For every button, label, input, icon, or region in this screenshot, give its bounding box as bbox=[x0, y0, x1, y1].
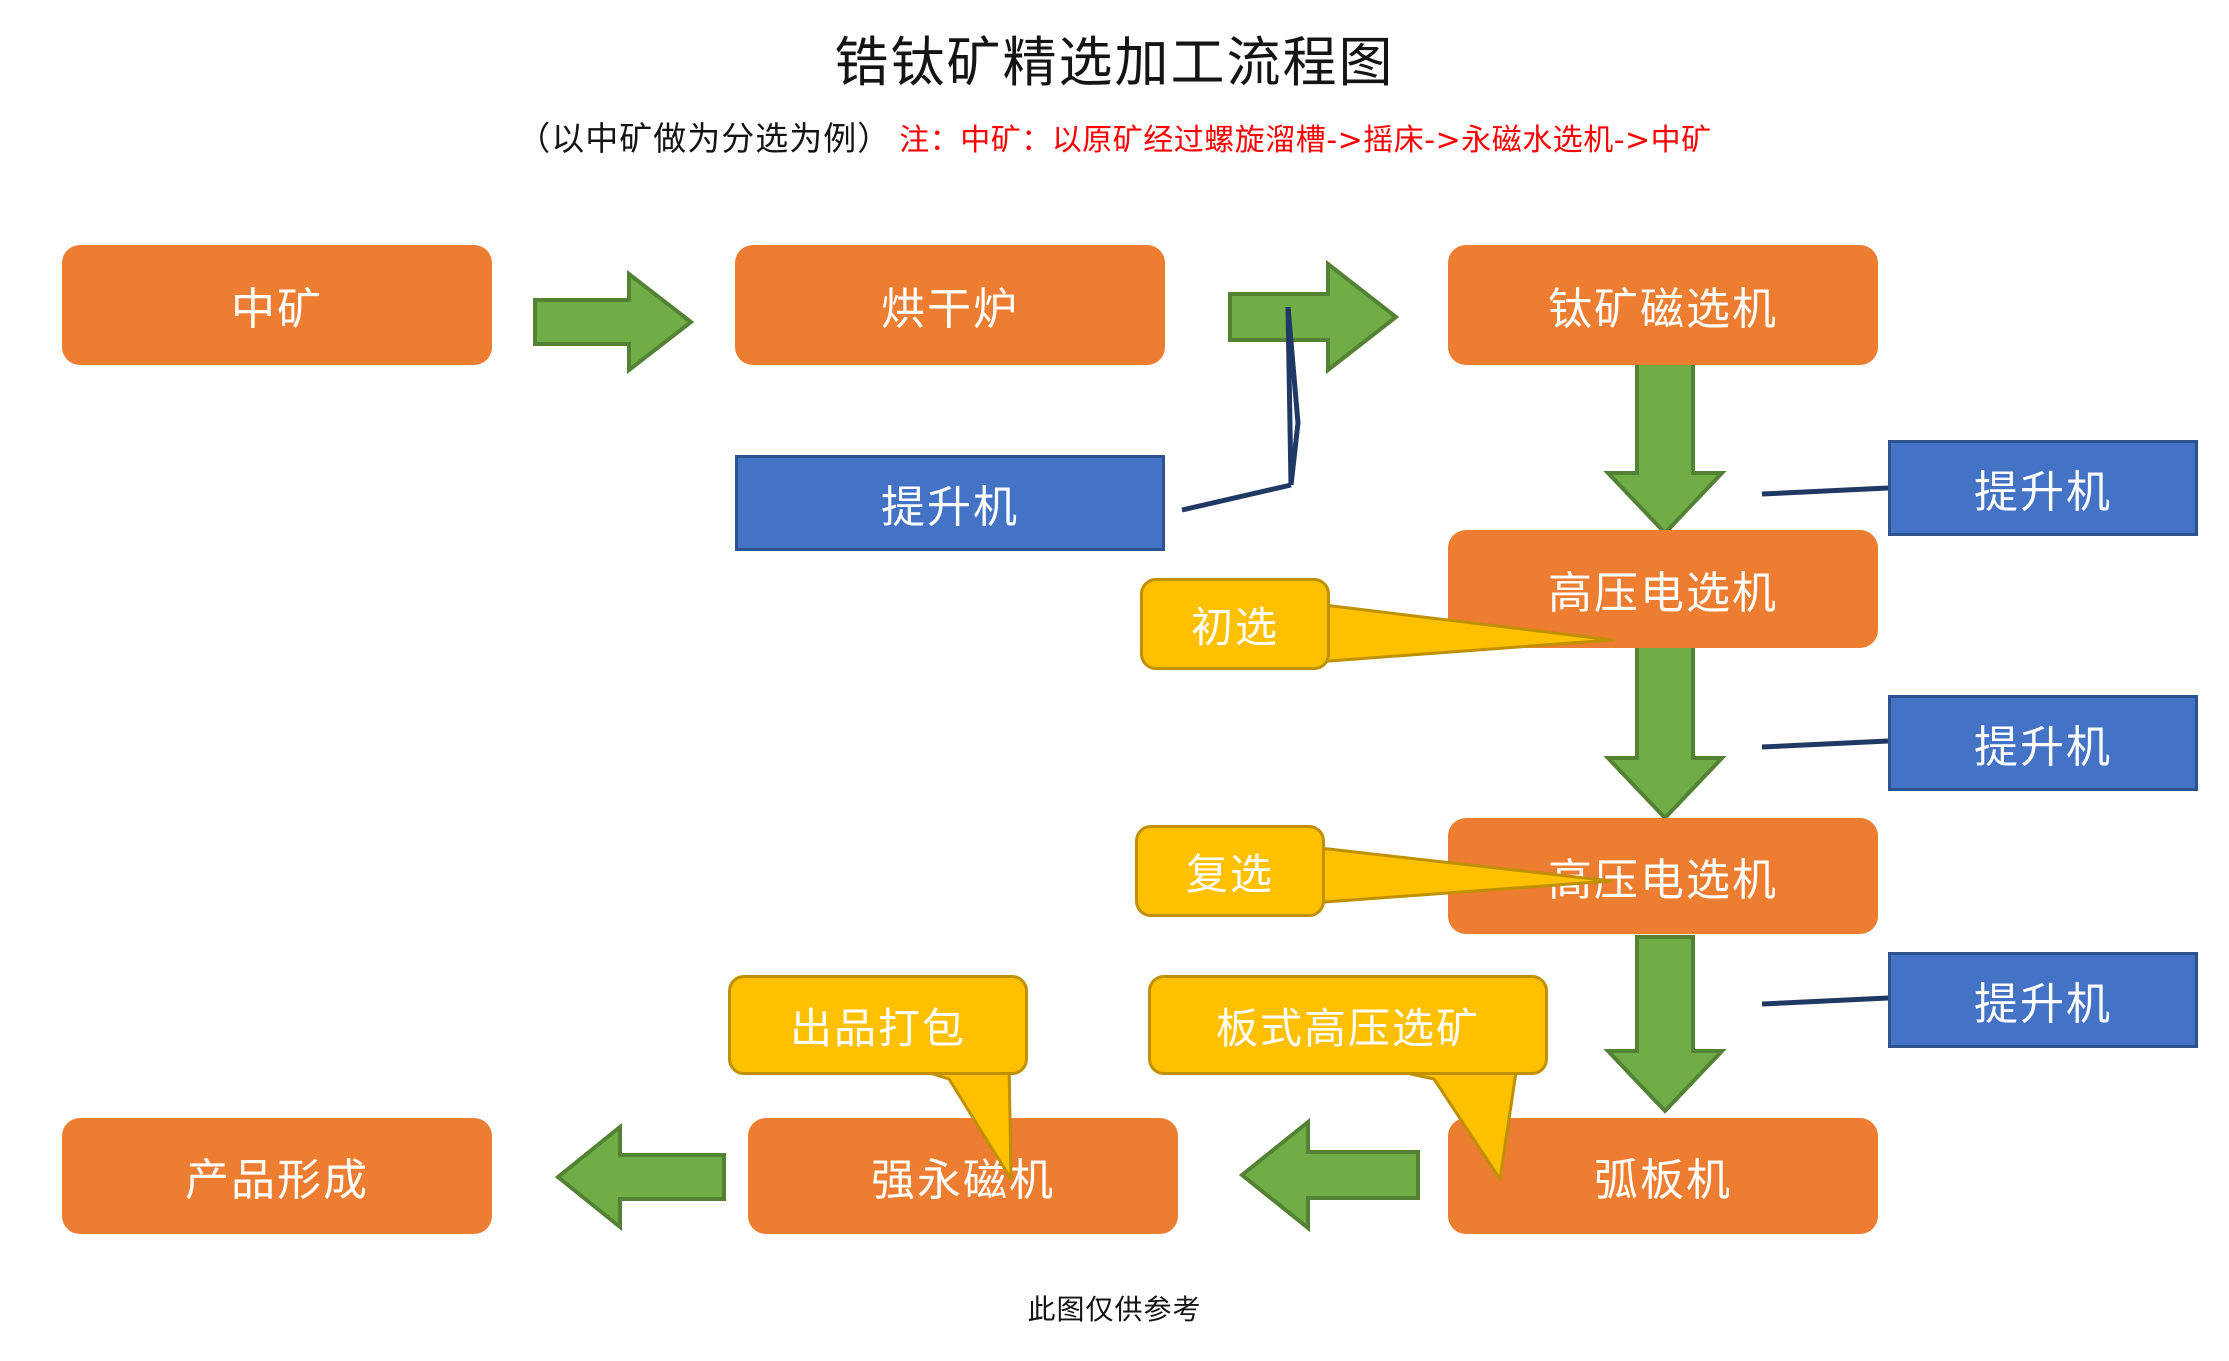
lifter-box-label: 提升机 bbox=[1974, 979, 2112, 1030]
connector-lifter-left-elbow bbox=[1181, 306, 1301, 513]
arrow-taikuang-to-gaoya1 bbox=[1603, 355, 1727, 536]
arrow-gaoya2-to-huban bbox=[1603, 935, 1727, 1114]
process-box-qiang-yongci-ji[interactable]: 强永磁机 bbox=[748, 1118, 1178, 1234]
lifter-box-right-1[interactable]: 提升机 bbox=[1888, 440, 2198, 536]
process-box-gaoya-dianxuan-1[interactable]: 高压电选机 bbox=[1448, 530, 1878, 648]
lifter-box-right-2[interactable]: 提升机 bbox=[1888, 695, 2198, 791]
lifter-box-label: 提升机 bbox=[881, 482, 1019, 533]
callout-label: 复选 bbox=[1185, 849, 1274, 899]
subtitle-row: （以中矿做为分选为例）注：中矿：以原矿经过螺旋溜槽->摇床->永磁水选机->中矿 bbox=[0, 112, 2229, 160]
process-box-label: 强永磁机 bbox=[871, 1155, 1055, 1206]
lifter-box-label: 提升机 bbox=[1974, 722, 2112, 773]
callout-chupin-dabao-bubble: 出品打包 bbox=[728, 975, 1028, 1075]
callout-chupin-dabao[interactable]: 出品打包 bbox=[728, 975, 1028, 1181]
lifter-box-label: 提升机 bbox=[1974, 467, 2112, 518]
process-box-label: 高压电选机 bbox=[1548, 568, 1778, 619]
callout-label: 板式高压选矿 bbox=[1215, 1003, 1480, 1053]
process-box-label: 弧板机 bbox=[1594, 1155, 1732, 1206]
process-box-label: 中矿 bbox=[231, 284, 323, 335]
callout-label: 初选 bbox=[1190, 602, 1279, 652]
callout-chuxuan-bubble: 初选 bbox=[1140, 578, 1330, 670]
subtitle-example-text: （以中矿做为分选为例） bbox=[517, 119, 892, 158]
process-box-taikuang-cixuan[interactable]: 钛矿磁选机 bbox=[1448, 245, 1878, 365]
arrow-honggan-to-taikuang bbox=[1228, 259, 1400, 375]
process-box-label: 烘干炉 bbox=[881, 284, 1019, 335]
process-box-chanpin-xingcheng[interactable]: 产品形成 bbox=[62, 1118, 492, 1234]
process-box-label: 钛矿磁选机 bbox=[1548, 284, 1778, 335]
lifter-box-right-3[interactable]: 提升机 bbox=[1888, 952, 2198, 1048]
callout-label: 出品打包 bbox=[789, 1003, 966, 1053]
process-box-gaoya-dianxuan-2[interactable]: 高压电选机 bbox=[1448, 818, 1878, 934]
arrow-qiangyongci-to-chanpin bbox=[554, 1122, 726, 1232]
arrow-huban-to-qiangyongci bbox=[1238, 1117, 1420, 1233]
connector-lifter-r3 bbox=[1761, 995, 1889, 1007]
subtitle-note-text: 注：中矿：以原矿经过螺旋溜槽->摇床->永磁水选机->中矿 bbox=[899, 123, 1712, 158]
callout-banshi-gaoya[interactable]: 板式高压选矿 bbox=[1148, 975, 1548, 1181]
process-box-label: 高压电选机 bbox=[1548, 855, 1778, 906]
arrow-gaoya1-to-gaoya2 bbox=[1603, 638, 1727, 821]
page-title: 锆钛矿精选加工流程图 bbox=[834, 31, 1395, 94]
process-box-huban-ji[interactable]: 弧板机 bbox=[1448, 1118, 1878, 1234]
callout-fuxuan[interactable]: 复选 bbox=[1135, 825, 1613, 917]
lifter-box-left[interactable]: 提升机 bbox=[735, 455, 1165, 551]
callout-fuxuan-bubble: 复选 bbox=[1135, 825, 1325, 917]
footer-note: 此图仅供参考 bbox=[1027, 1293, 1202, 1326]
process-box-label: 产品形成 bbox=[185, 1155, 369, 1206]
arrow-zhongkuang-to-honggan bbox=[533, 269, 695, 375]
process-box-zhongkuang[interactable]: 中矿 bbox=[62, 245, 492, 365]
callout-banshi-gaoya-bubble: 板式高压选矿 bbox=[1148, 975, 1548, 1075]
connector-lifter-r1 bbox=[1761, 485, 1889, 497]
connector-lifter-r2 bbox=[1761, 738, 1889, 750]
callout-chuxuan[interactable]: 初选 bbox=[1140, 578, 1614, 670]
process-box-honggan-lu[interactable]: 烘干炉 bbox=[735, 245, 1165, 365]
